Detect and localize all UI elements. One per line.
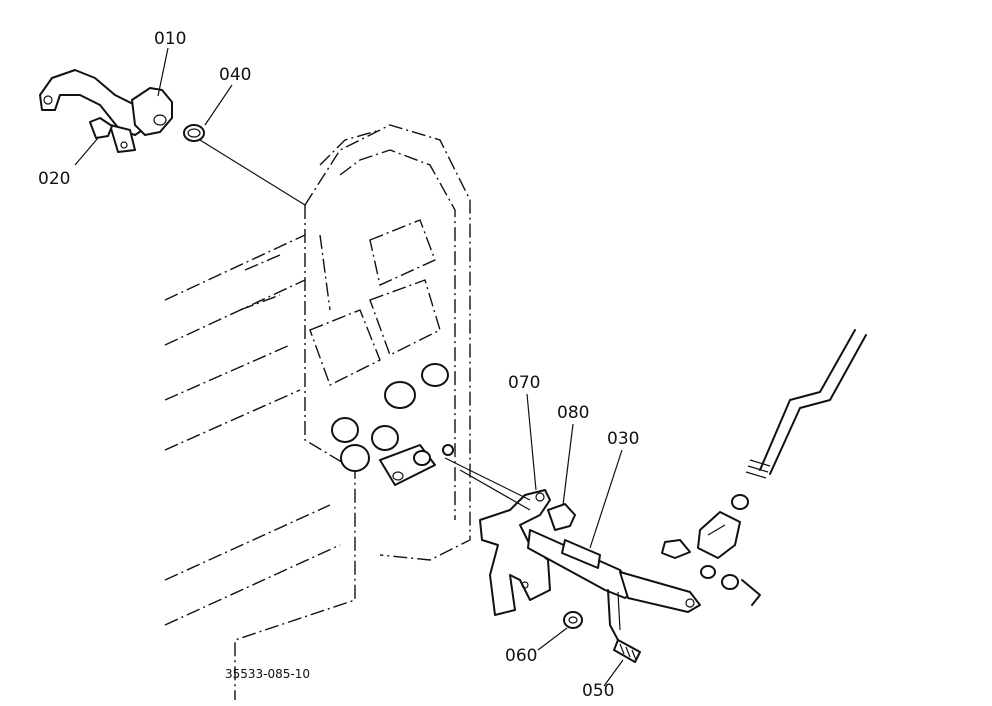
nut-060 <box>563 611 583 629</box>
bolt-020 <box>89 117 113 139</box>
callout-040: 040 <box>219 65 251 85</box>
callout-030: 030 <box>607 429 639 449</box>
transmission-housing <box>164 124 471 700</box>
set-screw-050 <box>613 639 641 663</box>
lever-shaft-030 <box>527 529 701 641</box>
callout-050: 050 <box>582 681 614 701</box>
callout-020: 020 <box>38 169 70 189</box>
callout-080: 080 <box>557 403 589 423</box>
housing-bosses <box>331 363 454 486</box>
o-ring-040 <box>183 124 205 142</box>
callout-leaders <box>74 47 624 687</box>
bolt-080 <box>547 503 576 531</box>
drawing-code: 35533-085-10 <box>225 667 310 681</box>
callout-060: 060 <box>505 646 537 666</box>
bracket-070 <box>479 489 551 616</box>
callout-070: 070 <box>508 373 540 393</box>
callout-010: 010 <box>154 29 186 49</box>
linkage-rod <box>661 329 867 606</box>
shift-fork-010 <box>39 69 173 153</box>
